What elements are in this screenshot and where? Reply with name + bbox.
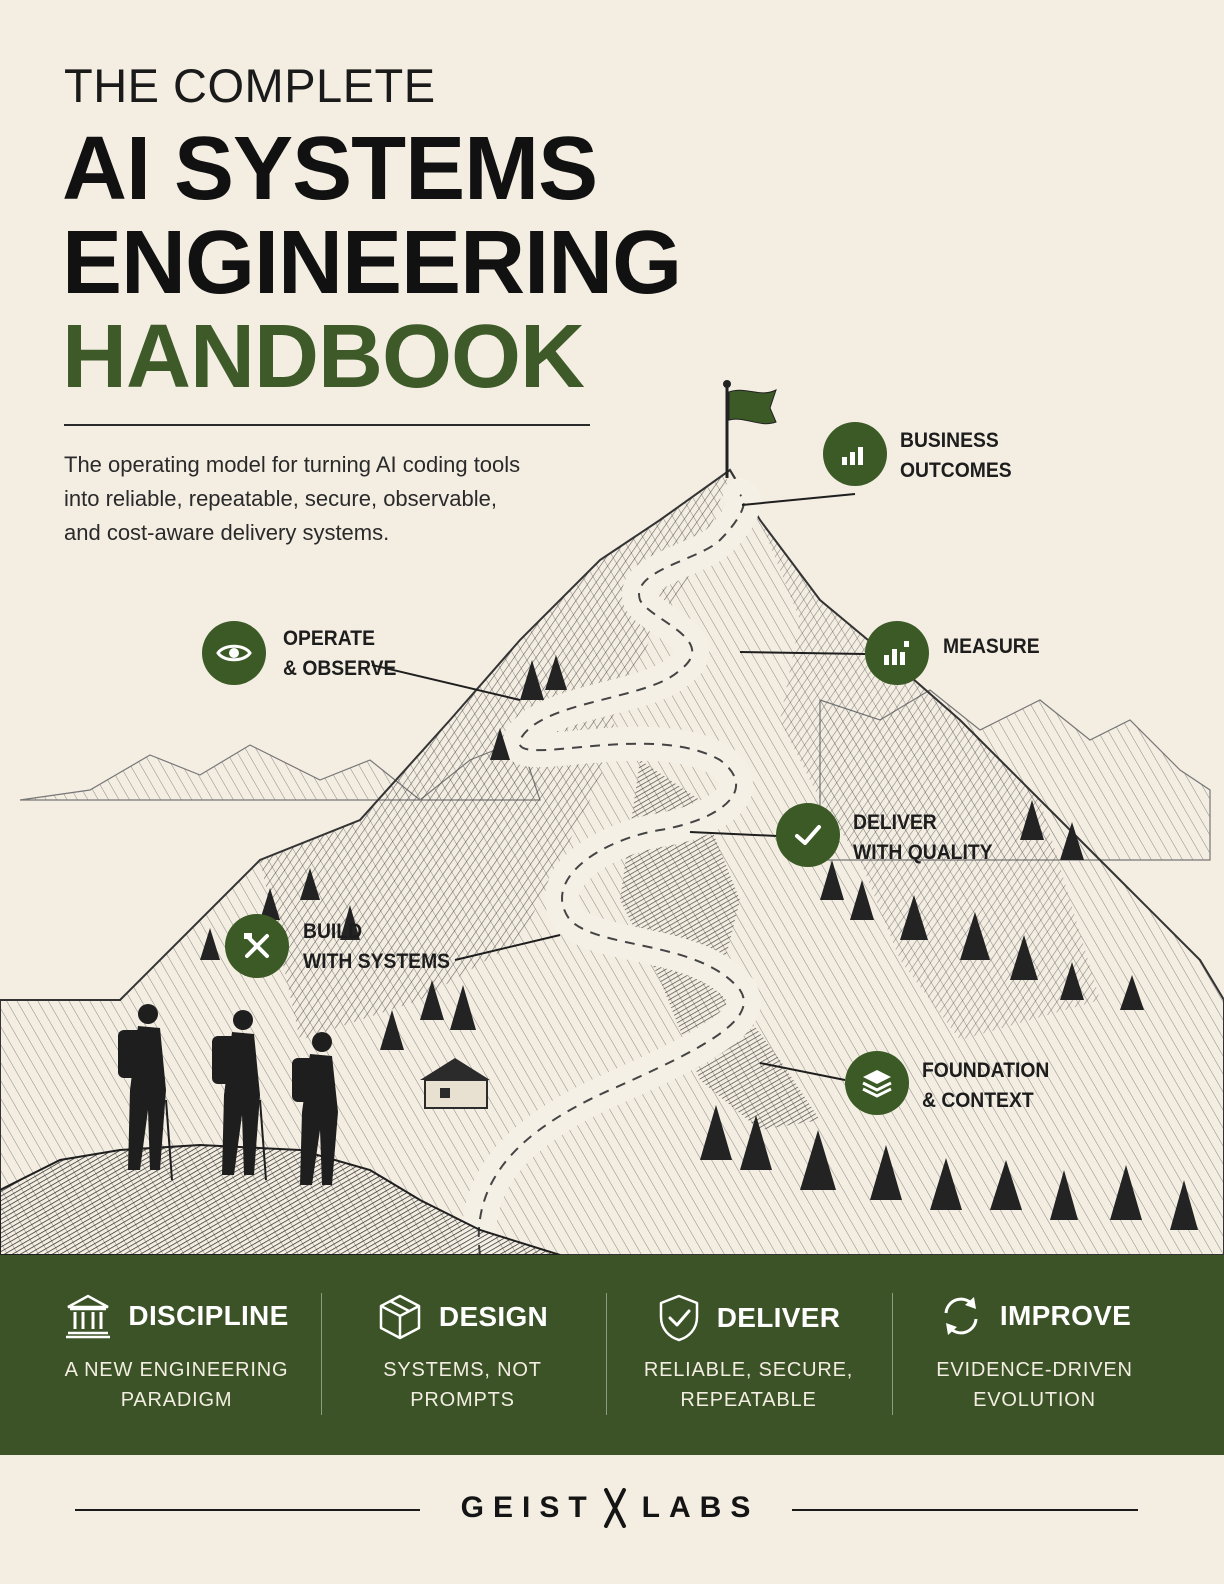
build-systems-icon bbox=[225, 914, 289, 978]
pillar-deliver: DELIVER RELIABLE, SECURE, REPEATABLE bbox=[606, 1255, 891, 1455]
title-line-2: ENGINEERING bbox=[62, 213, 682, 313]
pillar-subtitle-line: PARADIGM bbox=[120, 1389, 233, 1411]
institution-icon bbox=[66, 1294, 111, 1339]
brand-left: GEIST bbox=[460, 1491, 596, 1524]
milestone-build-systems: BUILD WITH SYSTEMS bbox=[303, 917, 450, 977]
eye-icon bbox=[216, 644, 252, 662]
brand-logo: GEIST LABS bbox=[460, 1488, 760, 1528]
milestone-label: FOUNDATION bbox=[922, 1059, 1050, 1082]
pillar-title: DESIGN bbox=[438, 1301, 549, 1332]
shield-check-icon bbox=[659, 1294, 699, 1342]
operate-icon bbox=[202, 621, 266, 685]
milestone-label: DELIVER bbox=[853, 811, 937, 834]
footer-rule-right bbox=[792, 1509, 1138, 1511]
pillar-title: DISCIPLINE bbox=[128, 1300, 289, 1331]
pillar-divider bbox=[321, 1293, 322, 1415]
bar-chart-icon bbox=[842, 447, 863, 465]
milestone-foundation-context: FOUNDATION & CONTEXT bbox=[922, 1056, 1049, 1116]
logo-mark-icon bbox=[603, 1488, 626, 1528]
subtitle: The operating model for turning AI codin… bbox=[64, 448, 624, 550]
hiker bbox=[212, 1010, 267, 1181]
pillar-subtitle: SYSTEMS, NOT PROMPTS bbox=[320, 1355, 605, 1415]
milestone-label: BUSINESS bbox=[900, 429, 999, 452]
pillar-subtitle: A NEW ENGINEERING PARADIGM bbox=[34, 1355, 319, 1415]
milestone-label: & OBSERVE bbox=[283, 657, 397, 680]
milestone-label: & CONTEXT bbox=[922, 1089, 1034, 1112]
milestone-label: MEASURE bbox=[943, 635, 1040, 658]
milestone-label: WITH QUALITY bbox=[853, 841, 993, 864]
cube-icon bbox=[379, 1294, 421, 1340]
trees bbox=[200, 655, 1198, 1230]
pillar-subtitle: RELIABLE, SECURE, REPEATABLE bbox=[606, 1355, 891, 1415]
pillar-title: IMPROVE bbox=[999, 1300, 1132, 1331]
pillar-design: DESIGN SYSTEMS, NOT PROMPTS bbox=[320, 1255, 605, 1455]
title-line-3: HANDBOOK bbox=[62, 307, 585, 407]
pillar-discipline: DISCIPLINE A NEW ENGINEERING PARADIGM bbox=[34, 1255, 319, 1455]
pillar-subtitle: EVIDENCE-DRIVEN EVOLUTION bbox=[892, 1355, 1177, 1415]
milestone-business-outcomes: BUSINESS OUTCOMES bbox=[900, 426, 1012, 486]
milestone-label: WITH SYSTEMS bbox=[303, 950, 451, 973]
pillar-subtitle-line: A NEW ENGINEERING bbox=[64, 1359, 289, 1381]
pillar-divider bbox=[892, 1293, 893, 1415]
footer-rule-left bbox=[75, 1509, 420, 1511]
tools-icon bbox=[244, 933, 269, 958]
check-icon bbox=[795, 825, 821, 845]
pillar-subtitle-line: SYSTEMS, NOT bbox=[383, 1359, 542, 1381]
pre-title: THE COMPLETE bbox=[64, 59, 436, 112]
mountain-shadow-right bbox=[760, 520, 1100, 1040]
cabin bbox=[420, 1058, 490, 1109]
cliff-face bbox=[620, 760, 820, 1130]
leader-lines bbox=[371, 493, 866, 1081]
subtitle-line: into reliable, repeatable, secure, obser… bbox=[64, 486, 497, 511]
business-outcomes-icon bbox=[823, 422, 887, 486]
pillar-subtitle-line: REPEATABLE bbox=[680, 1389, 817, 1411]
trail-centerline bbox=[477, 494, 745, 1256]
pillar-divider bbox=[606, 1293, 607, 1415]
milestone-operate-observe: OPERATE & OBSERVE bbox=[283, 624, 396, 684]
pillars-band: DISCIPLINE A NEW ENGINEERING PARADIGM DE… bbox=[0, 1255, 1224, 1455]
title-divider bbox=[64, 424, 590, 426]
subtitle-line: The operating model for turning AI codin… bbox=[64, 452, 521, 477]
milestone-deliver-quality: DELIVER WITH QUALITY bbox=[853, 808, 993, 868]
pillar-improve: IMPROVE EVIDENCE-DRIVEN EVOLUTION bbox=[892, 1255, 1177, 1455]
deliver-quality-icon bbox=[776, 803, 840, 867]
pillar-title: DELIVER bbox=[716, 1302, 841, 1333]
layers-icon bbox=[862, 1070, 892, 1098]
hikers bbox=[118, 1004, 338, 1185]
milestone-measure: MEASURE bbox=[943, 632, 1040, 662]
summit-flag bbox=[723, 380, 777, 478]
measure-icon bbox=[865, 621, 929, 685]
pillar-subtitle-line: PROMPTS bbox=[410, 1389, 515, 1411]
mountain-illustration bbox=[0, 380, 1224, 1270]
title-line-1: AI SYSTEMS bbox=[62, 119, 598, 219]
metrics-icon bbox=[884, 641, 909, 665]
foundation-context-icon bbox=[845, 1051, 909, 1115]
milestone-label: BUILD bbox=[303, 920, 363, 943]
subtitle-line: and cost-aware delivery systems. bbox=[64, 520, 390, 545]
hiker bbox=[118, 1004, 173, 1181]
brand-right: LABS bbox=[641, 1491, 760, 1524]
pillar-subtitle-line: EVOLUTION bbox=[973, 1389, 1096, 1411]
milestone-label: OPERATE bbox=[283, 627, 375, 650]
milestone-label: OUTCOMES bbox=[900, 459, 1012, 482]
pillar-subtitle-line: RELIABLE, SECURE, bbox=[643, 1359, 854, 1381]
cycle-icon bbox=[944, 1297, 978, 1335]
hiker bbox=[292, 1032, 338, 1185]
pillar-subtitle-line: EVIDENCE-DRIVEN bbox=[936, 1359, 1133, 1381]
